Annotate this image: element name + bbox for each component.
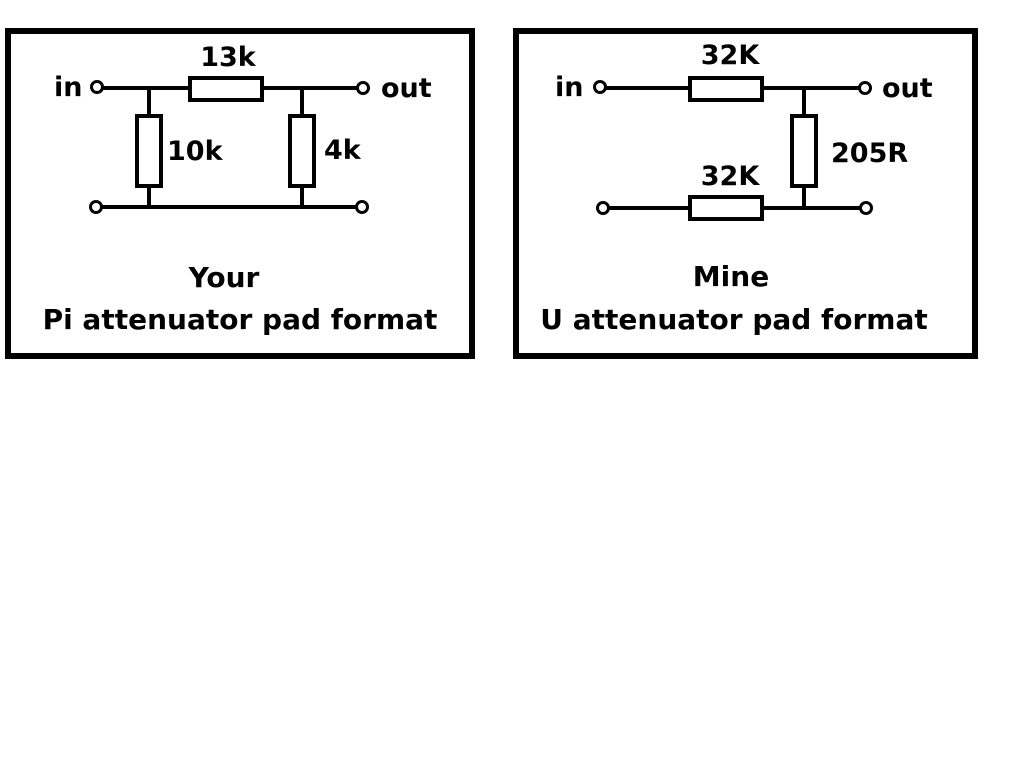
pi-caption-line1: Your	[188, 261, 260, 294]
pi-shunt-left-resistor	[135, 114, 163, 188]
pi-shunt-right-resistor	[288, 114, 316, 188]
pi-in-terminal	[90, 80, 104, 94]
u-out-terminal	[858, 81, 872, 95]
u-pad-panel: in out 32K 32K 205R Mine U attenuator pa…	[513, 28, 978, 359]
u-in-label: in	[555, 72, 583, 103]
pi-out-terminal	[356, 81, 370, 95]
pi-out-ground-terminal	[355, 200, 369, 214]
pi-shunt-right-resistor-label: 4k	[324, 135, 362, 166]
pi-series-resistor-label: 13k	[200, 42, 257, 73]
pi-in-label: in	[54, 72, 82, 103]
pi-in-ground-terminal	[89, 200, 103, 214]
pi-series-resistor	[188, 76, 264, 102]
u-caption-line2: U attenuator pad format	[540, 303, 928, 336]
u-bottom-series-resistor-label: 32K	[701, 161, 761, 192]
u-top-series-resistor	[688, 76, 764, 102]
u-shunt-resistor-label: 205R	[831, 138, 908, 169]
u-in-terminal	[593, 80, 607, 94]
u-in-ground-terminal	[596, 201, 610, 215]
pi-pad-panel: in out 13k 10k 4k Your Pi attenuator pad…	[5, 28, 475, 359]
u-out-ground-terminal	[859, 201, 873, 215]
u-bottom-series-resistor	[688, 195, 764, 221]
u-top-series-resistor-label: 32K	[701, 40, 761, 71]
pi-caption-line2: Pi attenuator pad format	[43, 303, 438, 336]
u-caption-line1: Mine	[693, 260, 769, 293]
pi-out-label: out	[381, 73, 432, 104]
pi-shunt-left-resistor-label: 10k	[167, 136, 224, 167]
u-shunt-resistor	[790, 114, 818, 188]
u-out-label: out	[882, 73, 933, 104]
